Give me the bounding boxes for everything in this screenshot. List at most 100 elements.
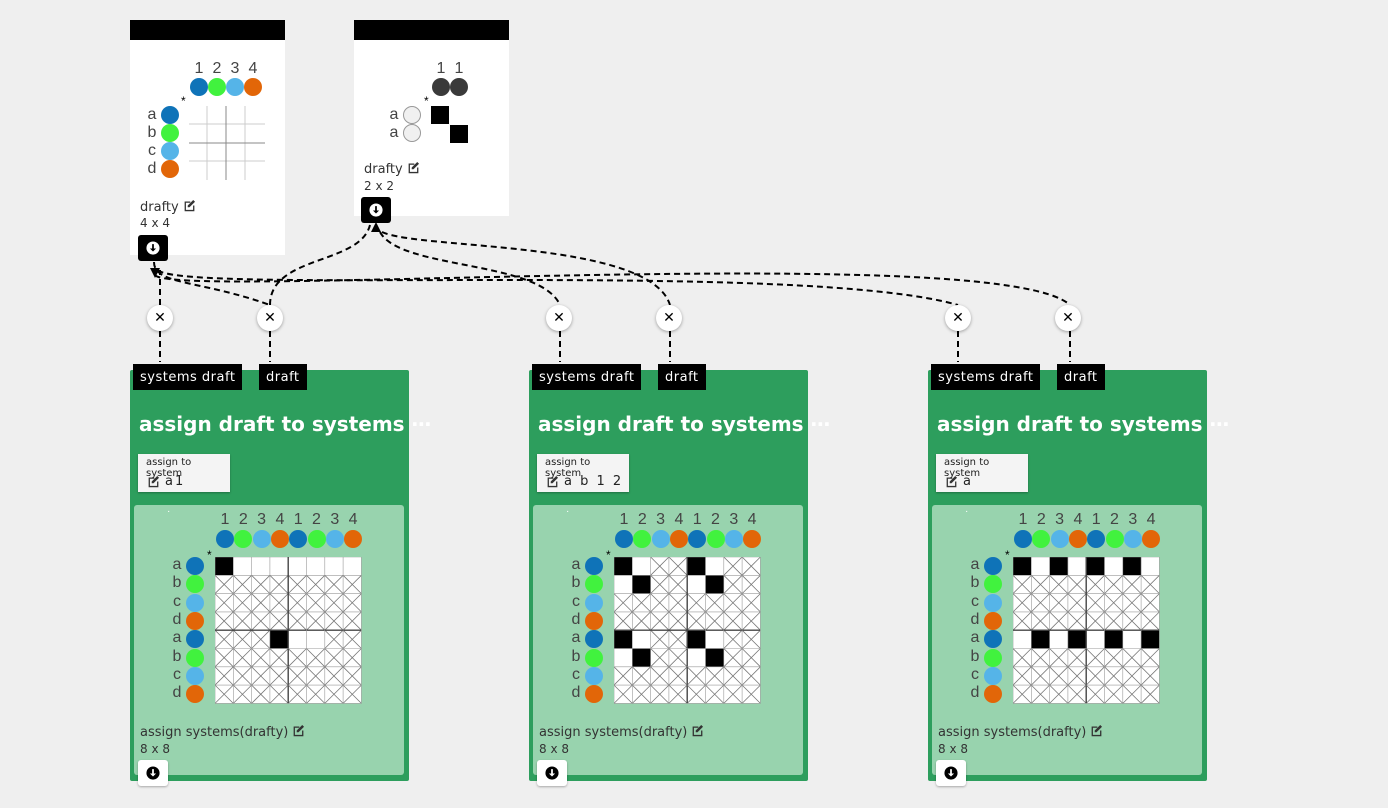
row-color-dot — [161, 160, 179, 178]
col-color-dot — [1123, 530, 1142, 548]
grid-cell-on — [1104, 630, 1123, 649]
grid-cell-unset — [1013, 611, 1032, 631]
grid-cell-unset — [324, 611, 344, 631]
grid-cell-unset — [614, 684, 633, 704]
grid-cell-unset — [215, 629, 234, 649]
col-label: 3 — [330, 511, 340, 528]
input-port-draft[interactable]: draft — [259, 364, 307, 390]
grid-cell-unset — [1104, 684, 1124, 704]
card-header-bar[interactable] — [354, 20, 509, 40]
param-value[interactable]: a b 1 2 — [564, 474, 624, 489]
col-color-dot — [190, 78, 208, 96]
assign-draft-operation[interactable]: assign draft to systems ⋯ assign to syste… — [130, 370, 432, 786]
grid-cell-unset — [215, 575, 234, 594]
col-color-dot — [615, 530, 633, 548]
grid-cell-unset — [287, 666, 307, 686]
close-icon[interactable]: ✕ — [1055, 305, 1081, 331]
grid-cell-unset — [1049, 611, 1069, 631]
drawdown-grid[interactable] — [215, 557, 363, 705]
close-icon[interactable]: ✕ — [147, 305, 173, 331]
col-label: 1 — [454, 60, 464, 77]
close-icon[interactable]: ✕ — [257, 305, 283, 331]
download-button[interactable] — [537, 760, 567, 786]
input-port-systems-draft[interactable]: systems draft — [532, 364, 642, 390]
grid-cell-unset — [705, 666, 725, 686]
row-label: b — [172, 574, 182, 592]
row-color-dot — [984, 557, 1002, 575]
edit-icon[interactable] — [691, 724, 704, 741]
grid-cell-unset — [1122, 575, 1142, 594]
operation-title[interactable]: assign draft to systems ⋯ — [538, 412, 831, 436]
draft-cell[interactable] — [450, 125, 468, 143]
operation-title[interactable]: assign draft to systems ⋯ — [139, 412, 432, 436]
source-draft-card-2[interactable]: 1 1 * a a drafty 2 x 2 — [354, 20, 509, 223]
param-value[interactable]: a — [963, 474, 973, 489]
drawdown-grid[interactable] — [614, 557, 762, 705]
edit-icon[interactable] — [407, 161, 420, 178]
edit-icon[interactable] — [147, 475, 160, 493]
grid-cell-unset — [668, 593, 688, 613]
param-value[interactable]: a1 — [165, 474, 186, 489]
grid-cell-unset — [306, 648, 326, 668]
wire — [269, 224, 371, 306]
grid-cell-unset — [650, 648, 670, 668]
edit-icon[interactable] — [292, 724, 305, 741]
col-label: 4 — [248, 60, 258, 77]
draft-name[interactable]: drafty — [364, 161, 420, 178]
grid-cell-unset — [1031, 611, 1050, 631]
input-port-systems-draft[interactable]: systems draft — [133, 364, 243, 390]
grid-cell-unset — [342, 593, 362, 613]
grid-cell-unset — [1013, 684, 1032, 704]
edit-icon[interactable] — [546, 475, 559, 493]
drawdown-grid[interactable] — [1013, 557, 1161, 705]
input-port-draft[interactable]: draft — [658, 364, 706, 390]
grid-cell-unset — [705, 611, 725, 631]
grid-cell-unset — [668, 611, 688, 631]
grid-cell-on — [269, 630, 289, 649]
close-icon[interactable]: ✕ — [945, 305, 971, 331]
draft-name[interactable]: drafty — [140, 199, 196, 216]
grid-cell-unset — [215, 684, 234, 704]
download-button[interactable] — [361, 197, 391, 223]
output-draft-name[interactable]: assign systems(drafty) — [938, 724, 1103, 741]
row-color-dot — [186, 611, 204, 630]
input-port-systems-draft[interactable]: systems draft — [931, 364, 1041, 390]
draft-cell[interactable] — [431, 106, 449, 124]
close-icon[interactable]: ✕ — [546, 305, 572, 331]
col-label: 1 — [194, 60, 204, 77]
download-button[interactable] — [936, 760, 966, 786]
assign-draft-operation[interactable]: assign draft to systems ⋯ assign to syste… — [928, 370, 1230, 786]
grid-cell-unset — [668, 575, 688, 594]
grid-cell-unset — [1031, 593, 1050, 613]
grid-cell-unset — [1067, 666, 1087, 686]
close-icon[interactable]: ✕ — [656, 305, 682, 331]
output-draft-name[interactable]: assign systems(drafty) — [539, 724, 704, 741]
row-label: a — [389, 106, 399, 123]
edit-icon[interactable] — [945, 475, 958, 493]
row-color-dot — [585, 666, 603, 685]
input-port-draft[interactable]: draft — [1057, 364, 1105, 390]
row-label: d — [172, 684, 182, 702]
edit-icon[interactable] — [1090, 724, 1103, 741]
grid-cell-unset — [324, 575, 344, 594]
col-color-dot — [289, 530, 308, 548]
operation-title[interactable]: assign draft to systems ⋯ — [937, 412, 1230, 436]
row-color-dot — [984, 630, 1002, 649]
grid-cell-unset — [650, 575, 670, 594]
grid-cell-unset — [741, 684, 761, 704]
col-color-dot — [706, 530, 725, 548]
row-color-dot — [585, 648, 603, 667]
output-draft-name[interactable]: assign systems(drafty) — [140, 724, 305, 741]
grid-cell-unset — [632, 666, 651, 686]
card-header-bar[interactable] — [130, 20, 285, 40]
assign-draft-operation[interactable]: assign draft to systems ⋯ assign to syste… — [529, 370, 831, 786]
download-button[interactable] — [138, 760, 168, 786]
download-button[interactable] — [138, 235, 168, 261]
edit-icon[interactable] — [183, 199, 196, 216]
source-draft-card-1[interactable]: 1 2 3 4 * a b c d drafty 4 x 4 — [130, 20, 285, 261]
grid-cell-unset — [741, 611, 761, 631]
col-label: 4 — [674, 511, 684, 528]
